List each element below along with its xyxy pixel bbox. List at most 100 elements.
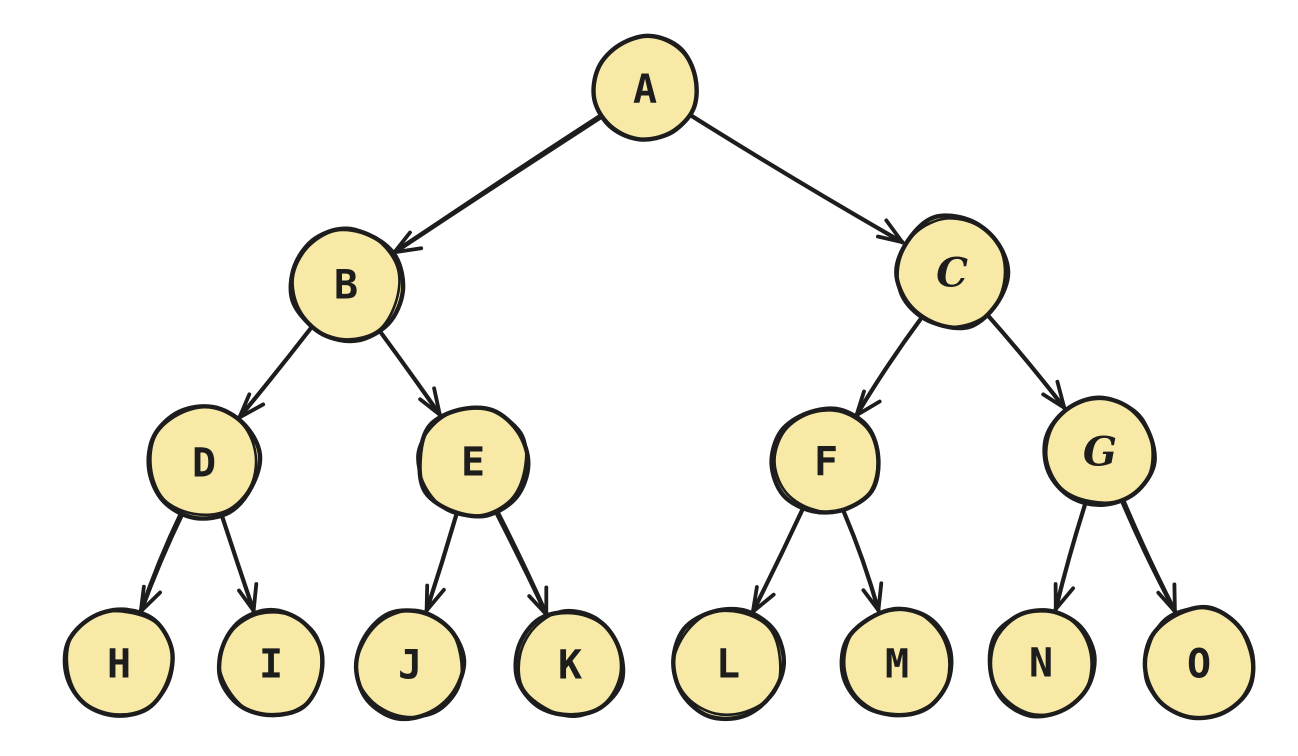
arrowhead-icon	[424, 587, 446, 613]
edge-C-F	[854, 317, 923, 418]
edge-A-C	[688, 113, 905, 245]
tree-node-J: J	[353, 608, 467, 722]
edge-B-E	[377, 328, 442, 417]
node-circle-overstroke	[149, 405, 258, 517]
tree-node-G: G	[1042, 395, 1157, 508]
node-label-N: N	[1029, 640, 1053, 686]
node-circle-overstroke	[671, 609, 782, 717]
node-circle-overstroke	[1044, 397, 1154, 504]
node-circle	[513, 609, 626, 718]
node-label-K: K	[558, 642, 582, 688]
tree-node-E: E	[416, 405, 531, 519]
arrowhead-icon	[1172, 582, 1177, 614]
edge-D-I	[219, 513, 259, 613]
edge-line	[750, 507, 805, 614]
node-label-E: E	[461, 439, 485, 485]
edge-line	[219, 513, 256, 613]
tree-node-L: L	[671, 606, 787, 722]
node-label-M: M	[885, 641, 909, 687]
node-label-C: C	[936, 249, 968, 296]
tree-node-F: F	[769, 406, 881, 515]
arrowhead-icon	[392, 230, 412, 255]
node-label-D: D	[192, 440, 216, 486]
edge-line	[138, 511, 185, 614]
tree-node-N: N	[987, 608, 1097, 719]
node-circle-overstroke	[217, 611, 323, 717]
arrowhead-icon	[527, 594, 549, 617]
node-label-F: F	[814, 439, 838, 485]
arrowhead-icon	[237, 392, 252, 420]
edge-E-K	[494, 509, 549, 617]
arrowhead-icon	[861, 588, 881, 613]
arrowhead-icon	[876, 581, 884, 613]
tree-node-B: B	[288, 226, 406, 344]
edge-D-H	[138, 511, 185, 614]
arrowhead-icon	[432, 386, 442, 417]
node-circle-overstroke	[896, 216, 1007, 329]
arrowhead-icon	[1053, 586, 1075, 611]
edge-line	[1121, 498, 1178, 614]
tree-node-K: K	[513, 608, 626, 718]
tree-node-C: C	[894, 213, 1011, 331]
arrowhead-icon	[424, 583, 430, 613]
edge-line	[424, 512, 459, 613]
tree-node-D: D	[146, 404, 263, 521]
node-circle-overstroke	[416, 406, 528, 518]
arrowhead-icon	[751, 592, 776, 614]
node-circle-overstroke	[773, 409, 880, 514]
tree-node-A: A	[591, 33, 699, 142]
node-label-J: J	[398, 642, 422, 688]
edge-C-G	[986, 313, 1067, 410]
arrowhead-icon	[876, 234, 905, 245]
edge-line	[392, 114, 603, 255]
node-label-I: I	[259, 641, 283, 687]
node-circle	[353, 608, 467, 722]
edge-G-O	[1120, 498, 1178, 614]
edge-line	[986, 313, 1067, 410]
edge-line-second-stroke	[393, 114, 601, 253]
node-label-O: O	[1187, 641, 1211, 687]
edge-G-N	[1053, 501, 1088, 612]
node-circle-overstroke	[592, 35, 699, 141]
node-circle-overstroke	[517, 608, 623, 718]
tree-node-M: M	[839, 606, 954, 718]
arrowhead-icon	[418, 397, 442, 417]
node-label-L: L	[716, 641, 740, 687]
arrowhead-icon	[751, 585, 759, 614]
tree-node-O: O	[1142, 604, 1256, 721]
edge-line	[377, 328, 442, 417]
arrowhead-icon	[251, 582, 259, 613]
arrowhead-icon	[1041, 392, 1067, 410]
node-circle-overstroke	[354, 608, 464, 719]
arrowhead-icon	[237, 402, 266, 420]
node-circle-overstroke	[987, 608, 1093, 717]
arrowhead-icon	[392, 246, 424, 255]
edge-line	[1053, 501, 1088, 612]
edge-line	[841, 509, 881, 613]
edge-F-M	[841, 509, 884, 613]
edge-A-B	[392, 114, 603, 255]
arrowhead-icon	[854, 399, 882, 418]
edge-line-second-stroke	[494, 511, 547, 616]
arrowhead-icon	[237, 588, 256, 613]
edge-layer	[138, 113, 1178, 617]
edge-line	[494, 509, 549, 617]
arrowhead-icon	[884, 218, 905, 245]
node-label-A: A	[633, 66, 657, 112]
edge-line	[854, 317, 923, 418]
edge-B-D	[237, 326, 313, 420]
arrowhead-icon	[1055, 379, 1067, 410]
edge-F-L	[750, 507, 805, 614]
node-circle-overstroke	[288, 226, 401, 341]
arrowhead-icon	[854, 389, 866, 418]
node-label-G: G	[1083, 428, 1117, 475]
node-circle-overstroke	[1143, 606, 1254, 720]
node-circle-overstroke	[65, 609, 175, 716]
edge-line	[688, 113, 905, 245]
arrowhead-icon	[138, 584, 146, 614]
arrowhead-icon	[138, 590, 162, 614]
node-circle-overstroke	[842, 608, 951, 717]
